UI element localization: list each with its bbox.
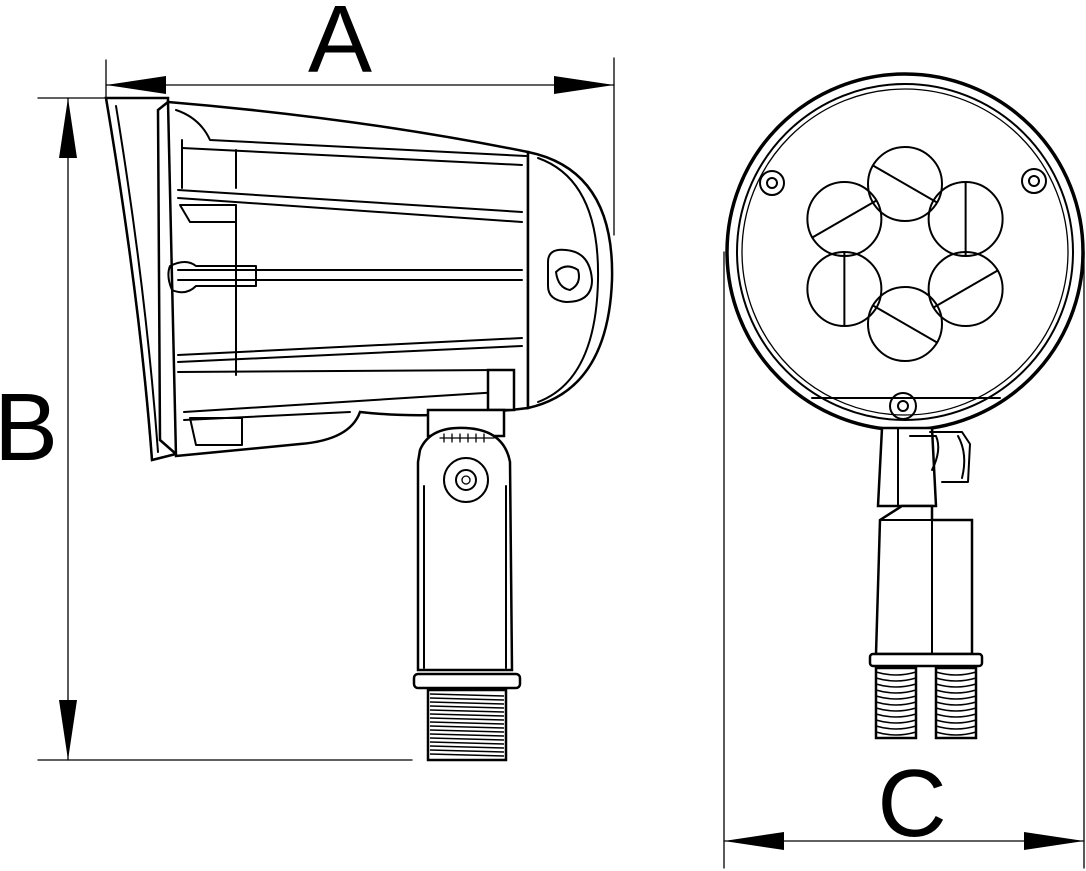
- led-lens-6: [806, 181, 883, 257]
- front-led-cluster: [806, 146, 1004, 362]
- side-view: [104, 96, 614, 762]
- front-knuckle: [874, 504, 974, 656]
- side-knuckle-teeth: [439, 433, 495, 443]
- side-knuckle: [416, 426, 514, 672]
- led-lens-3: [927, 251, 1004, 327]
- front-collar: [868, 652, 984, 668]
- side-front-cap: [526, 150, 614, 410]
- dimension-c: C: [723, 251, 1085, 869]
- side-eyelet: [547, 248, 593, 303]
- front-housing-outer: [725, 72, 1085, 432]
- led-lens-2: [927, 181, 1004, 257]
- front-screw-left: [759, 170, 785, 196]
- dimension-c-label: C: [877, 750, 946, 857]
- front-view: [725, 72, 1085, 740]
- front-housing-rim: [736, 83, 1074, 421]
- side-heatsink-fins: [167, 109, 527, 446]
- front-mount-neck: [876, 426, 938, 508]
- dimension-b: B: [0, 97, 413, 761]
- front-screw-right: [1021, 168, 1047, 194]
- front-screw-bottom: [889, 392, 917, 420]
- front-threaded-stem: [874, 666, 978, 740]
- side-pivot-bolt-inner: [455, 469, 477, 491]
- front-mount-clip: [929, 431, 971, 483]
- led-lens-5: [806, 251, 883, 327]
- side-pivot-bolt-outer: [443, 457, 489, 503]
- led-lens-1: [867, 146, 943, 222]
- led-lens-4: [867, 286, 943, 362]
- dimension-b-label: B: [0, 374, 58, 481]
- side-thread-lines: [429, 693, 505, 757]
- side-collar: [412, 672, 522, 690]
- dimension-a: A: [105, 0, 615, 236]
- dimension-a-label: A: [308, 0, 372, 93]
